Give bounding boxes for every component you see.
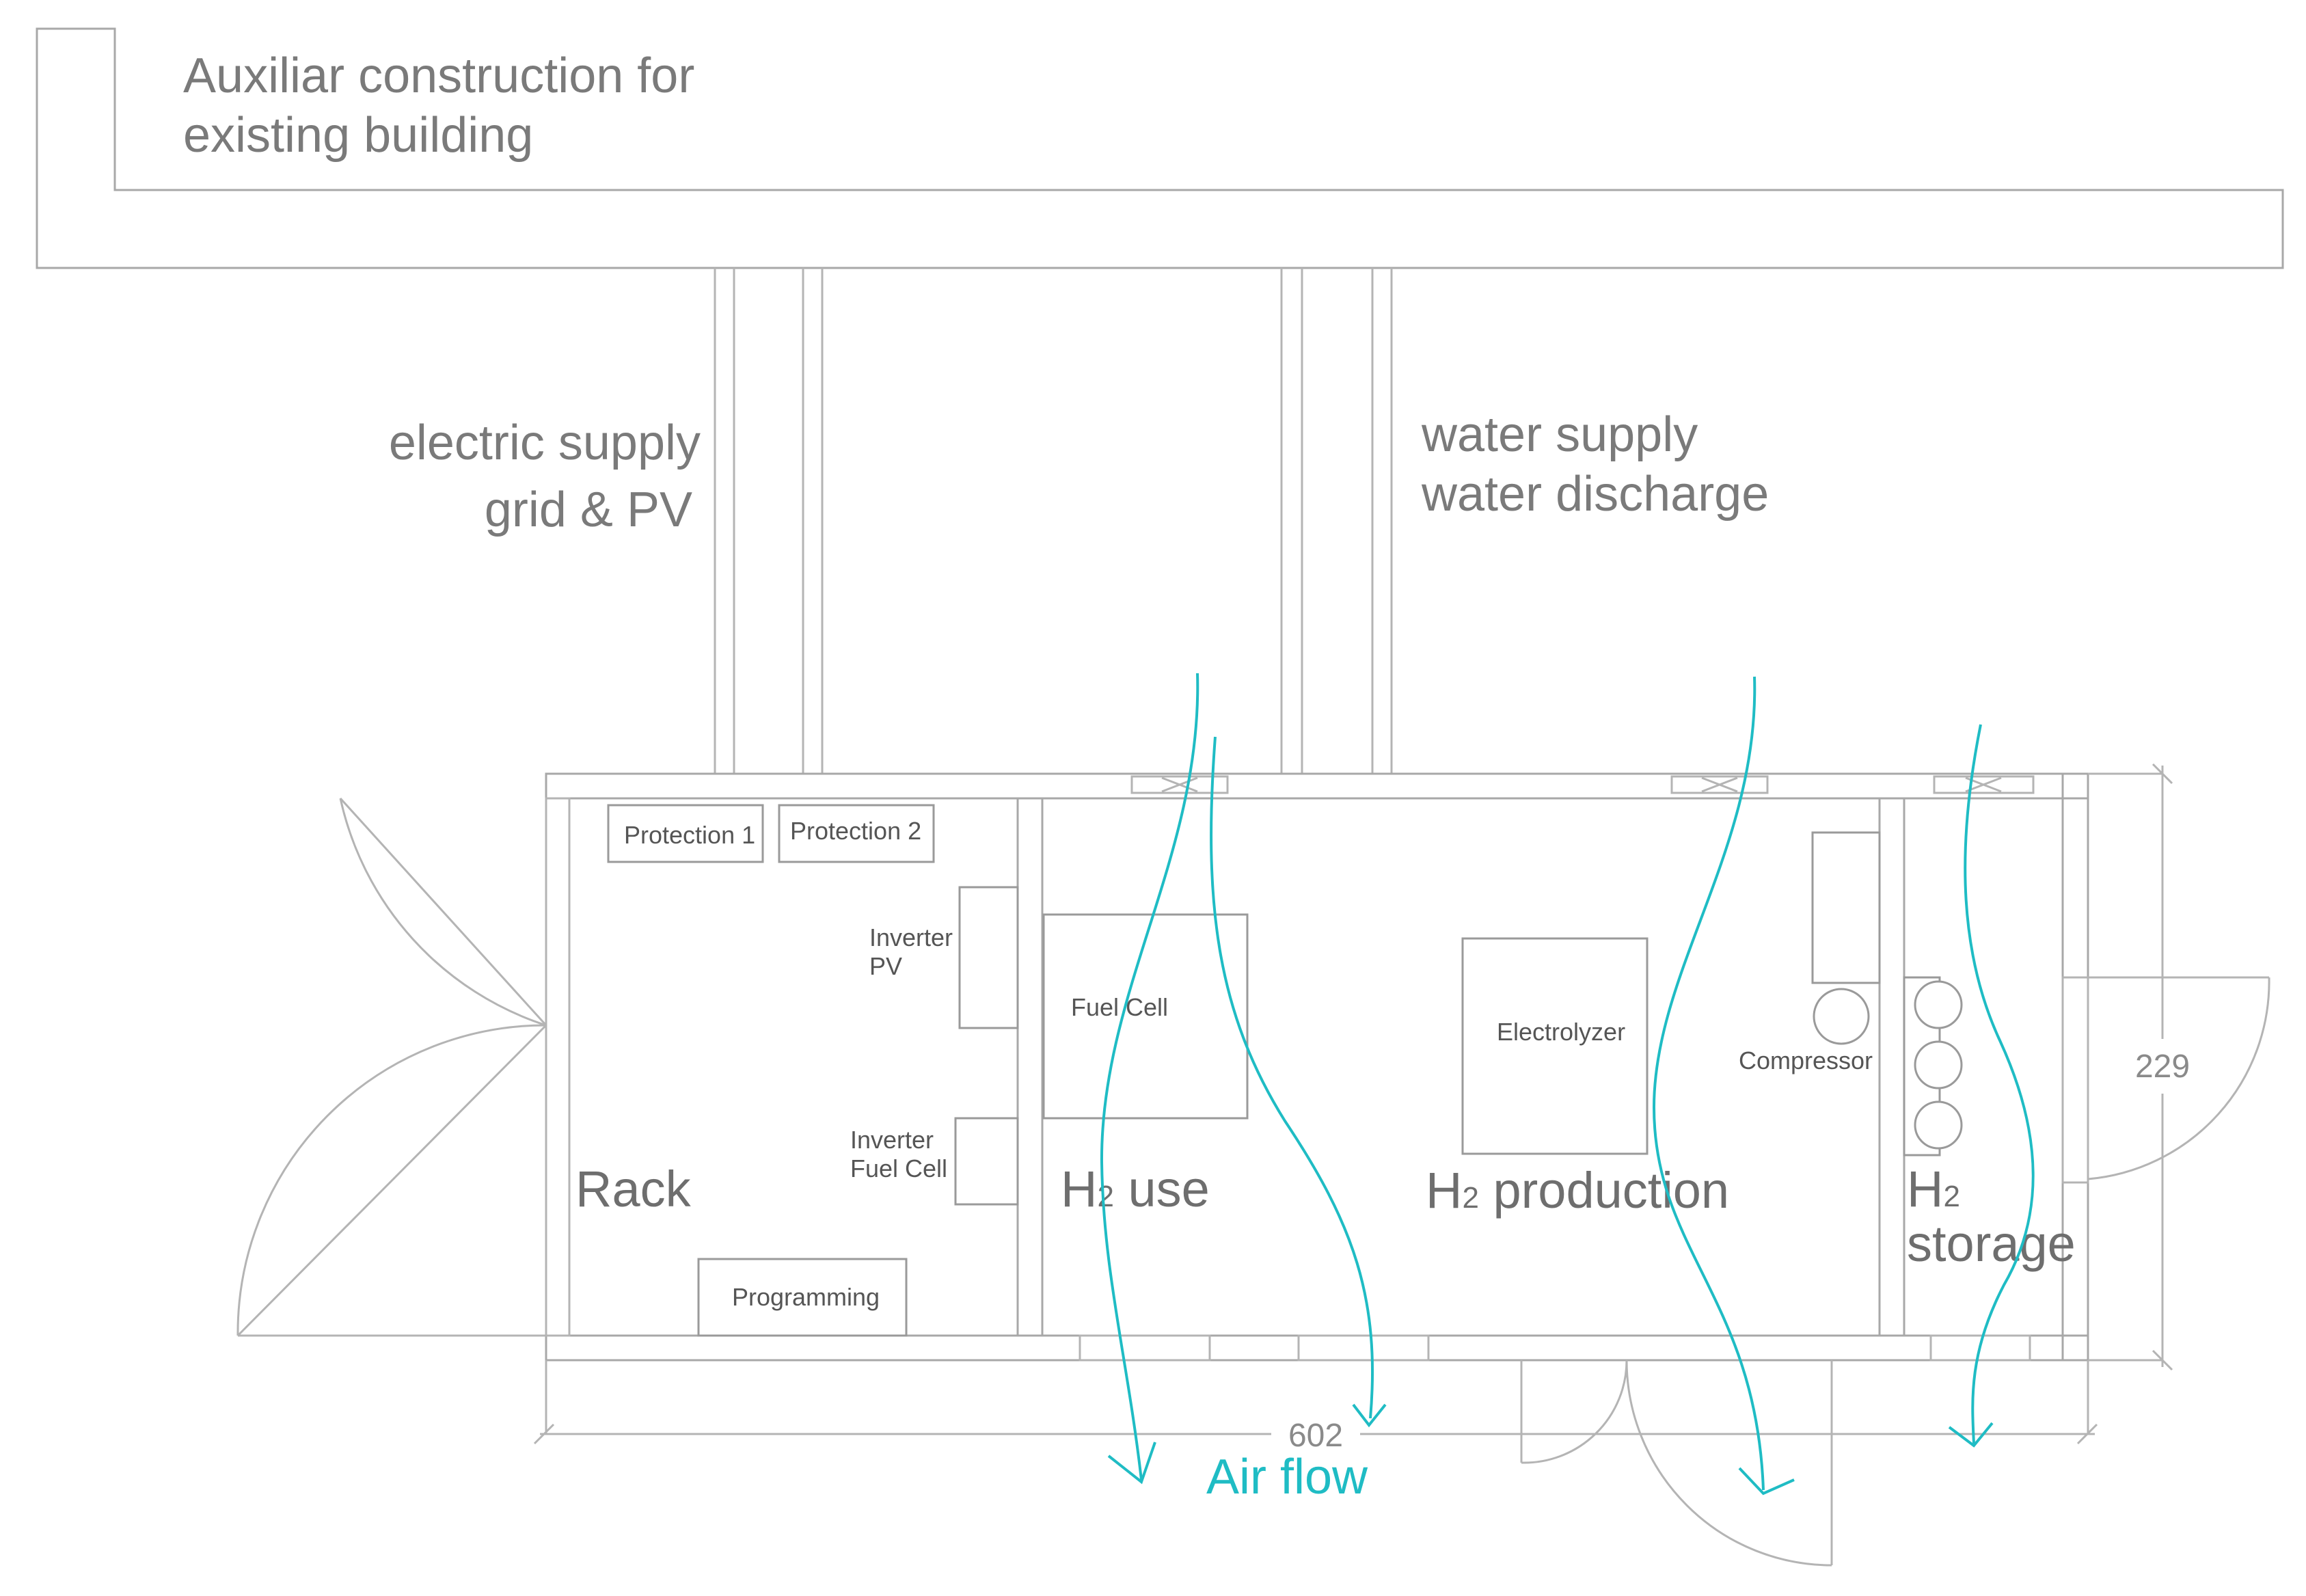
building-label-line1: Auxiliar construction for — [183, 49, 694, 103]
fuel-cell-label: Fuel Cell — [1071, 993, 1168, 1021]
protection-1-box — [607, 804, 764, 863]
room-label-rack: Rack — [575, 1161, 692, 1217]
electrolyzer-label: Electrolyzer — [1497, 1018, 1625, 1046]
water-supply-label-line2: water discharge — [1421, 467, 1769, 522]
inverter-fc-label-line1: Inverter — [850, 1126, 934, 1154]
inverter-pv-label-line1: Inverter — [869, 923, 953, 951]
inverter-fc-label-line2: Fuel Cell — [850, 1154, 947, 1182]
bottom-double-door — [1520, 1360, 1833, 1567]
water-supply-label-line1: water supply — [1421, 407, 1698, 462]
building-label-line2: existing building — [183, 108, 533, 163]
inverter-fuel-cell-box — [954, 1117, 1019, 1206]
protection-2-box — [778, 804, 935, 863]
h2-cylinder-1 — [1914, 980, 1963, 1029]
compressor-label: Compressor — [1739, 1046, 1873, 1074]
left-double-door — [236, 797, 547, 1337]
airflow-arrow-3 — [1652, 676, 1795, 1496]
electric-supply-label-line1: electric supply — [389, 416, 701, 470]
right-door — [2061, 976, 2270, 1184]
width-dimension-label: 229 — [2135, 1049, 2190, 1085]
bottom-windows — [1079, 1334, 2031, 1362]
vent-grille-1 — [1130, 775, 1229, 794]
compressor-cabinet — [1811, 831, 1881, 984]
room-label-h2-use: H2 use — [1061, 1161, 1210, 1217]
airflow-arrow-1 — [1100, 673, 1199, 1485]
room-label-h2-production: H2 production — [1426, 1162, 1729, 1219]
protection-2-label: Protection 2 — [790, 817, 921, 845]
vent-grille-3 — [1933, 775, 2035, 794]
room-label-h2-storage-line2: storage — [1907, 1215, 2076, 1272]
protection-1-label: Protection 1 — [624, 821, 755, 849]
airflow-label: Air flow — [1206, 1450, 1368, 1504]
programming-box — [697, 1258, 908, 1337]
room-label-h2-storage: H2 — [1907, 1161, 1960, 1217]
electrolyzer-box — [1461, 937, 1649, 1155]
inverter-pv-label-line2: PV — [869, 952, 902, 980]
inverter-pv-box — [958, 886, 1019, 1029]
width-dimension-line — [2088, 763, 2193, 1371]
programming-label: Programming — [732, 1283, 880, 1311]
h2-cylinder-2 — [1914, 1040, 1963, 1090]
vent-grille-2 — [1670, 775, 1769, 794]
length-dimension-label: 602 — [1288, 1418, 1343, 1454]
water-supply-pipes — [1280, 268, 1393, 774]
electric-supply-label-line2: grid & PV — [485, 483, 692, 537]
existing-building-wall — [36, 27, 2284, 269]
electric-supply-pipes — [714, 268, 824, 774]
airflow-arrow-4 — [1948, 724, 2035, 1448]
h2-cylinder-3 — [1914, 1100, 1963, 1150]
compressor-symbol — [1813, 988, 1870, 1045]
fuel-cell-box — [1042, 913, 1249, 1120]
length-dimension-line — [533, 1360, 2098, 1453]
airflow-arrow-2 — [1210, 736, 1387, 1428]
